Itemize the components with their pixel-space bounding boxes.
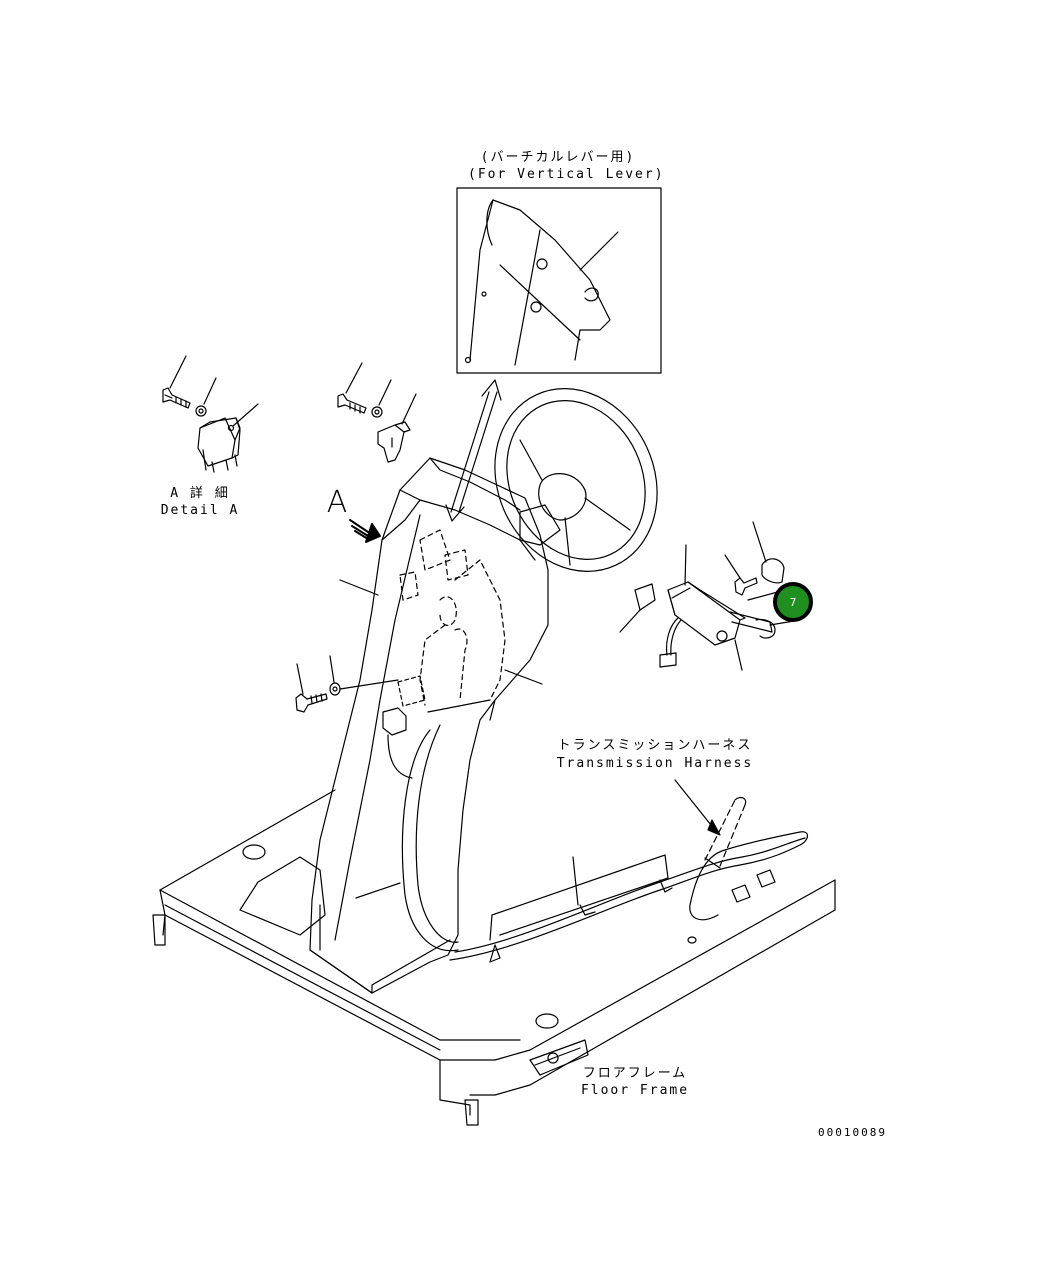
detail-a-relay bbox=[162, 355, 259, 473]
view-a-label: A bbox=[326, 485, 348, 520]
console-bolt-set bbox=[295, 655, 399, 713]
transmission-harness-label-jp: トランスミッションハーネス bbox=[557, 738, 753, 753]
vertical-lever-label-en: (For Vertical Lever) bbox=[468, 167, 665, 182]
vertical-lever-label-jp: (バーチカルレバー用) bbox=[480, 150, 636, 165]
detail-a-label-jp: A 詳 細 bbox=[170, 486, 230, 501]
view-a-arrow bbox=[349, 519, 381, 543]
bracket-bolt-set bbox=[337, 362, 417, 463]
transmission-harness bbox=[449, 779, 809, 963]
double-arrow bbox=[445, 379, 502, 522]
floor-frame bbox=[152, 789, 836, 1126]
steering-wheel bbox=[494, 388, 658, 572]
transmission-harness-label-en: Transmission Harness bbox=[556, 756, 754, 771]
switch-assembly bbox=[619, 521, 801, 671]
part-callout-7[interactable]: 7 bbox=[773, 582, 813, 622]
drawing-number: 00010089 bbox=[818, 1126, 887, 1139]
steering-console bbox=[309, 457, 549, 994]
detail-a-label-en: Detail A bbox=[160, 503, 240, 518]
floor-frame-label-jp: フロアフレーム bbox=[582, 1066, 688, 1081]
floor-frame-label-en: Floor Frame bbox=[580, 1083, 690, 1098]
vertical-lever-inset bbox=[456, 187, 662, 374]
